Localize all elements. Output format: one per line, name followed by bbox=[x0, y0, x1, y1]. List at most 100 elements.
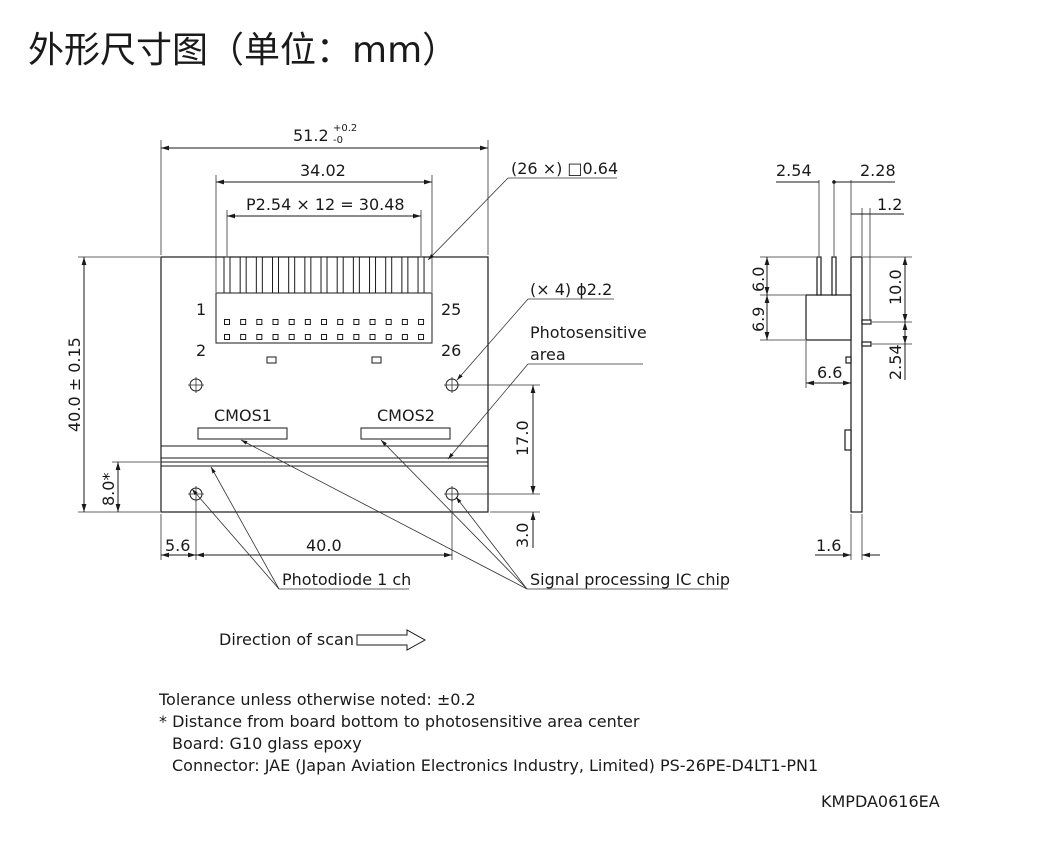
pin-pad bbox=[224, 334, 230, 340]
side-bump-2 bbox=[844, 429, 852, 451]
dim-width-main: 51.2 bbox=[293, 126, 329, 145]
photosensitive-label-line2: area bbox=[530, 345, 566, 364]
pin-pad bbox=[321, 319, 328, 325]
cmos1-chip bbox=[197, 427, 288, 440]
dim-3: 3.0 bbox=[513, 523, 532, 548]
connector-pin bbox=[239, 256, 247, 294]
connector-pin bbox=[352, 256, 360, 294]
connector-pin bbox=[401, 256, 409, 294]
dim-connector: 34.02 bbox=[300, 161, 346, 180]
pin-pad bbox=[418, 319, 425, 325]
ic-callout: Signal processing IC chip bbox=[530, 570, 730, 589]
hole-callout: (× 4) ϕ2.2 bbox=[530, 280, 612, 299]
connector-pin bbox=[288, 256, 296, 294]
cmos1-label: CMOS1 bbox=[214, 406, 272, 425]
note-distance: * Distance from board bottom to photosen… bbox=[159, 712, 640, 731]
pin-pad bbox=[288, 334, 295, 340]
pin-pad bbox=[353, 319, 360, 325]
note-tolerance: Tolerance unless otherwise noted: ±0.2 bbox=[158, 690, 476, 709]
side-connector bbox=[805, 294, 852, 341]
pin-pad bbox=[337, 334, 344, 340]
pin-26-label: 26 bbox=[441, 341, 461, 360]
side-dim-10-0: 10.0 bbox=[886, 269, 905, 305]
side-dim-1-6: 1.6 bbox=[816, 536, 841, 555]
connector-pin bbox=[336, 256, 344, 294]
dim-40: 40.0 bbox=[306, 536, 342, 555]
board-outline bbox=[160, 256, 489, 513]
connector-pin bbox=[304, 256, 312, 294]
notes: Tolerance unless otherwise noted: ±0.2 *… bbox=[158, 690, 818, 775]
drawing-code: KMPDA0616EA bbox=[821, 792, 940, 811]
connector-pin bbox=[272, 256, 280, 294]
side-chip-bottom bbox=[861, 341, 872, 347]
dim-17: 17.0 bbox=[513, 420, 532, 456]
dim-5-6: 5.6 bbox=[165, 536, 190, 555]
pin-callout: (26 ×) □0.64 bbox=[511, 159, 618, 178]
connector-pin bbox=[320, 256, 328, 294]
side-dim-1-2: 1.2 bbox=[877, 195, 902, 214]
pin-pad bbox=[418, 334, 425, 340]
side-dim-2-28: 2.28 bbox=[860, 161, 896, 180]
connector-pin bbox=[417, 256, 425, 294]
pin-1-label: 1 bbox=[196, 300, 206, 319]
pin-pad bbox=[288, 319, 295, 325]
pin-pad bbox=[369, 334, 376, 340]
pin-pad bbox=[304, 334, 311, 340]
connector-pins bbox=[223, 256, 425, 294]
photosensitive-label-line1: Photosensitive bbox=[530, 323, 647, 342]
cmos2-chip bbox=[360, 427, 451, 440]
side-dim-6-6: 6.6 bbox=[817, 363, 842, 382]
note-connector: Connector: JAE (Japan Aviation Electroni… bbox=[172, 756, 818, 775]
mark-left bbox=[266, 356, 277, 364]
dim-width-tol-lower: -0 bbox=[333, 135, 343, 146]
pin-pad bbox=[353, 334, 360, 340]
side-pin-1 bbox=[816, 256, 822, 296]
dim-8: 8.0* bbox=[99, 473, 118, 506]
pin-pad bbox=[401, 319, 408, 325]
dim-height: 40.0 ± 0.15 bbox=[65, 337, 84, 432]
side-dim-2-54-top: 2.54 bbox=[776, 161, 812, 180]
pin-2-label: 2 bbox=[196, 341, 206, 360]
photodiode-callout: Photodiode 1 ch bbox=[282, 570, 411, 589]
pin-pad bbox=[240, 319, 247, 325]
pin-pad bbox=[321, 334, 328, 340]
pin-pad bbox=[369, 319, 376, 325]
side-dim-2-54-right: 2.54 bbox=[886, 344, 905, 380]
pin-pad bbox=[272, 334, 279, 340]
dim-width-tol-upper: +0.2 bbox=[333, 123, 357, 134]
side-chip-top bbox=[861, 319, 872, 325]
pin-pad bbox=[272, 319, 279, 325]
page-title: 外形尺寸图（单位：mm） bbox=[28, 30, 458, 71]
mark-right bbox=[371, 356, 382, 364]
mounting-hole-top-left bbox=[188, 377, 204, 393]
pin-pad bbox=[256, 319, 263, 325]
connector-pin bbox=[223, 256, 231, 294]
pin-25-label: 25 bbox=[441, 300, 461, 319]
side-dim-6-9: 6.9 bbox=[749, 307, 768, 332]
front-view: CMOS1 CMOS2 1 2 25 26 51.2 +0.2 -0 34.02… bbox=[65, 123, 730, 590]
pin-pad bbox=[304, 319, 311, 325]
pin-pad bbox=[401, 334, 408, 340]
pin-pad bbox=[337, 319, 344, 325]
side-pin-2 bbox=[831, 256, 837, 296]
side-bump-1 bbox=[845, 356, 852, 364]
connector-pin-pads bbox=[224, 319, 425, 340]
note-board: Board: G10 glass epoxy bbox=[172, 734, 362, 753]
pin-pad bbox=[385, 319, 392, 325]
connector-pin bbox=[385, 256, 393, 294]
side-view: 2.54 2.28 1.2 6.0 6.9 6.6 10.0 2.54 1.6 bbox=[749, 161, 912, 560]
connector-pin bbox=[255, 256, 263, 294]
pin-pad bbox=[256, 334, 263, 340]
side-dim-6-0: 6.0 bbox=[749, 267, 768, 292]
cmos2-label: CMOS2 bbox=[377, 406, 435, 425]
side-board bbox=[850, 256, 863, 513]
connector-pin bbox=[369, 256, 377, 294]
pin-pad bbox=[224, 319, 230, 325]
pin-pad bbox=[240, 334, 247, 340]
pin-pad bbox=[385, 334, 392, 340]
dim-pitch: P2.54 × 12 = 30.48 bbox=[246, 195, 405, 214]
scan-direction-arrow bbox=[356, 629, 427, 651]
scan-direction-label: Direction of scan bbox=[219, 630, 354, 649]
